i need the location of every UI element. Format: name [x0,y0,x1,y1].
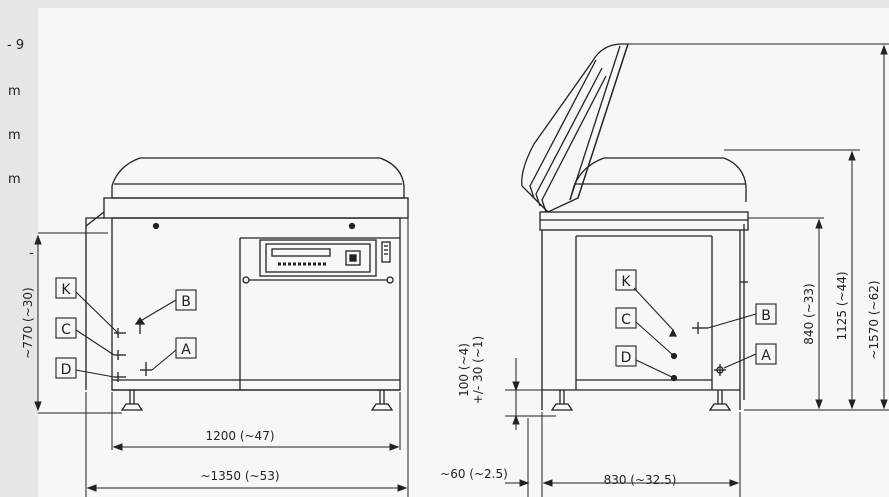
front-lid [111,157,405,199]
label-front-b: B [181,294,191,310]
callout-boxes [55,269,777,379]
label-side-k: K [621,274,631,290]
dim-side-offset: ~60 (~2.5) [440,467,508,481]
side-lid [569,157,747,202]
dim-side-height-open: ~1570 (~62) [867,280,881,359]
label-side-b: B [761,308,771,324]
front-legs [112,379,400,411]
dim-front-height: ~770 (~30) [21,287,35,358]
drawing-sheet [38,8,889,497]
side-text-4: m [8,172,21,187]
side-open-lid [521,43,629,213]
label-side-a: A [761,348,771,364]
side-text-1: - 9 [7,38,25,53]
label-side-c: C [621,312,631,328]
dimension-labels: 1200 (~47) ~1350 (~53) ~770 (~30) 830 (~… [21,271,881,487]
label-front-c: C [61,322,71,338]
front-rim [103,197,409,219]
label-front-k: K [61,282,71,298]
callout-letters: K C D B A K C D B A [61,274,772,378]
dim-side-foot-a: 100 (~4) [457,343,471,397]
front-dimensions [34,218,409,497]
dim-side-height-closed: 1125 (~44) [835,271,849,340]
dim-side-foot-b: +/- 30 (~1) [471,336,485,404]
side-view [505,43,889,497]
dim-side-height-table: 840 (~33) [802,283,816,344]
side-text-2: m [8,84,21,99]
dim-front-outer-width: ~1350 (~53) [200,469,279,483]
side-frame [541,224,748,411]
front-view [34,157,409,497]
side-text-5: - [29,246,34,261]
label-side-d: D [621,350,632,366]
side-connection-markers [668,322,726,382]
control-panel [242,239,394,284]
side-text-3: m [8,128,21,143]
dim-side-depth: 830 (~32.5) [604,473,677,487]
side-dimensions [505,43,889,497]
dim-front-inner-width: 1200 (~47) [205,429,274,443]
label-front-d: D [61,362,72,378]
front-connection-markers [114,316,152,382]
label-front-a: A [181,342,191,358]
